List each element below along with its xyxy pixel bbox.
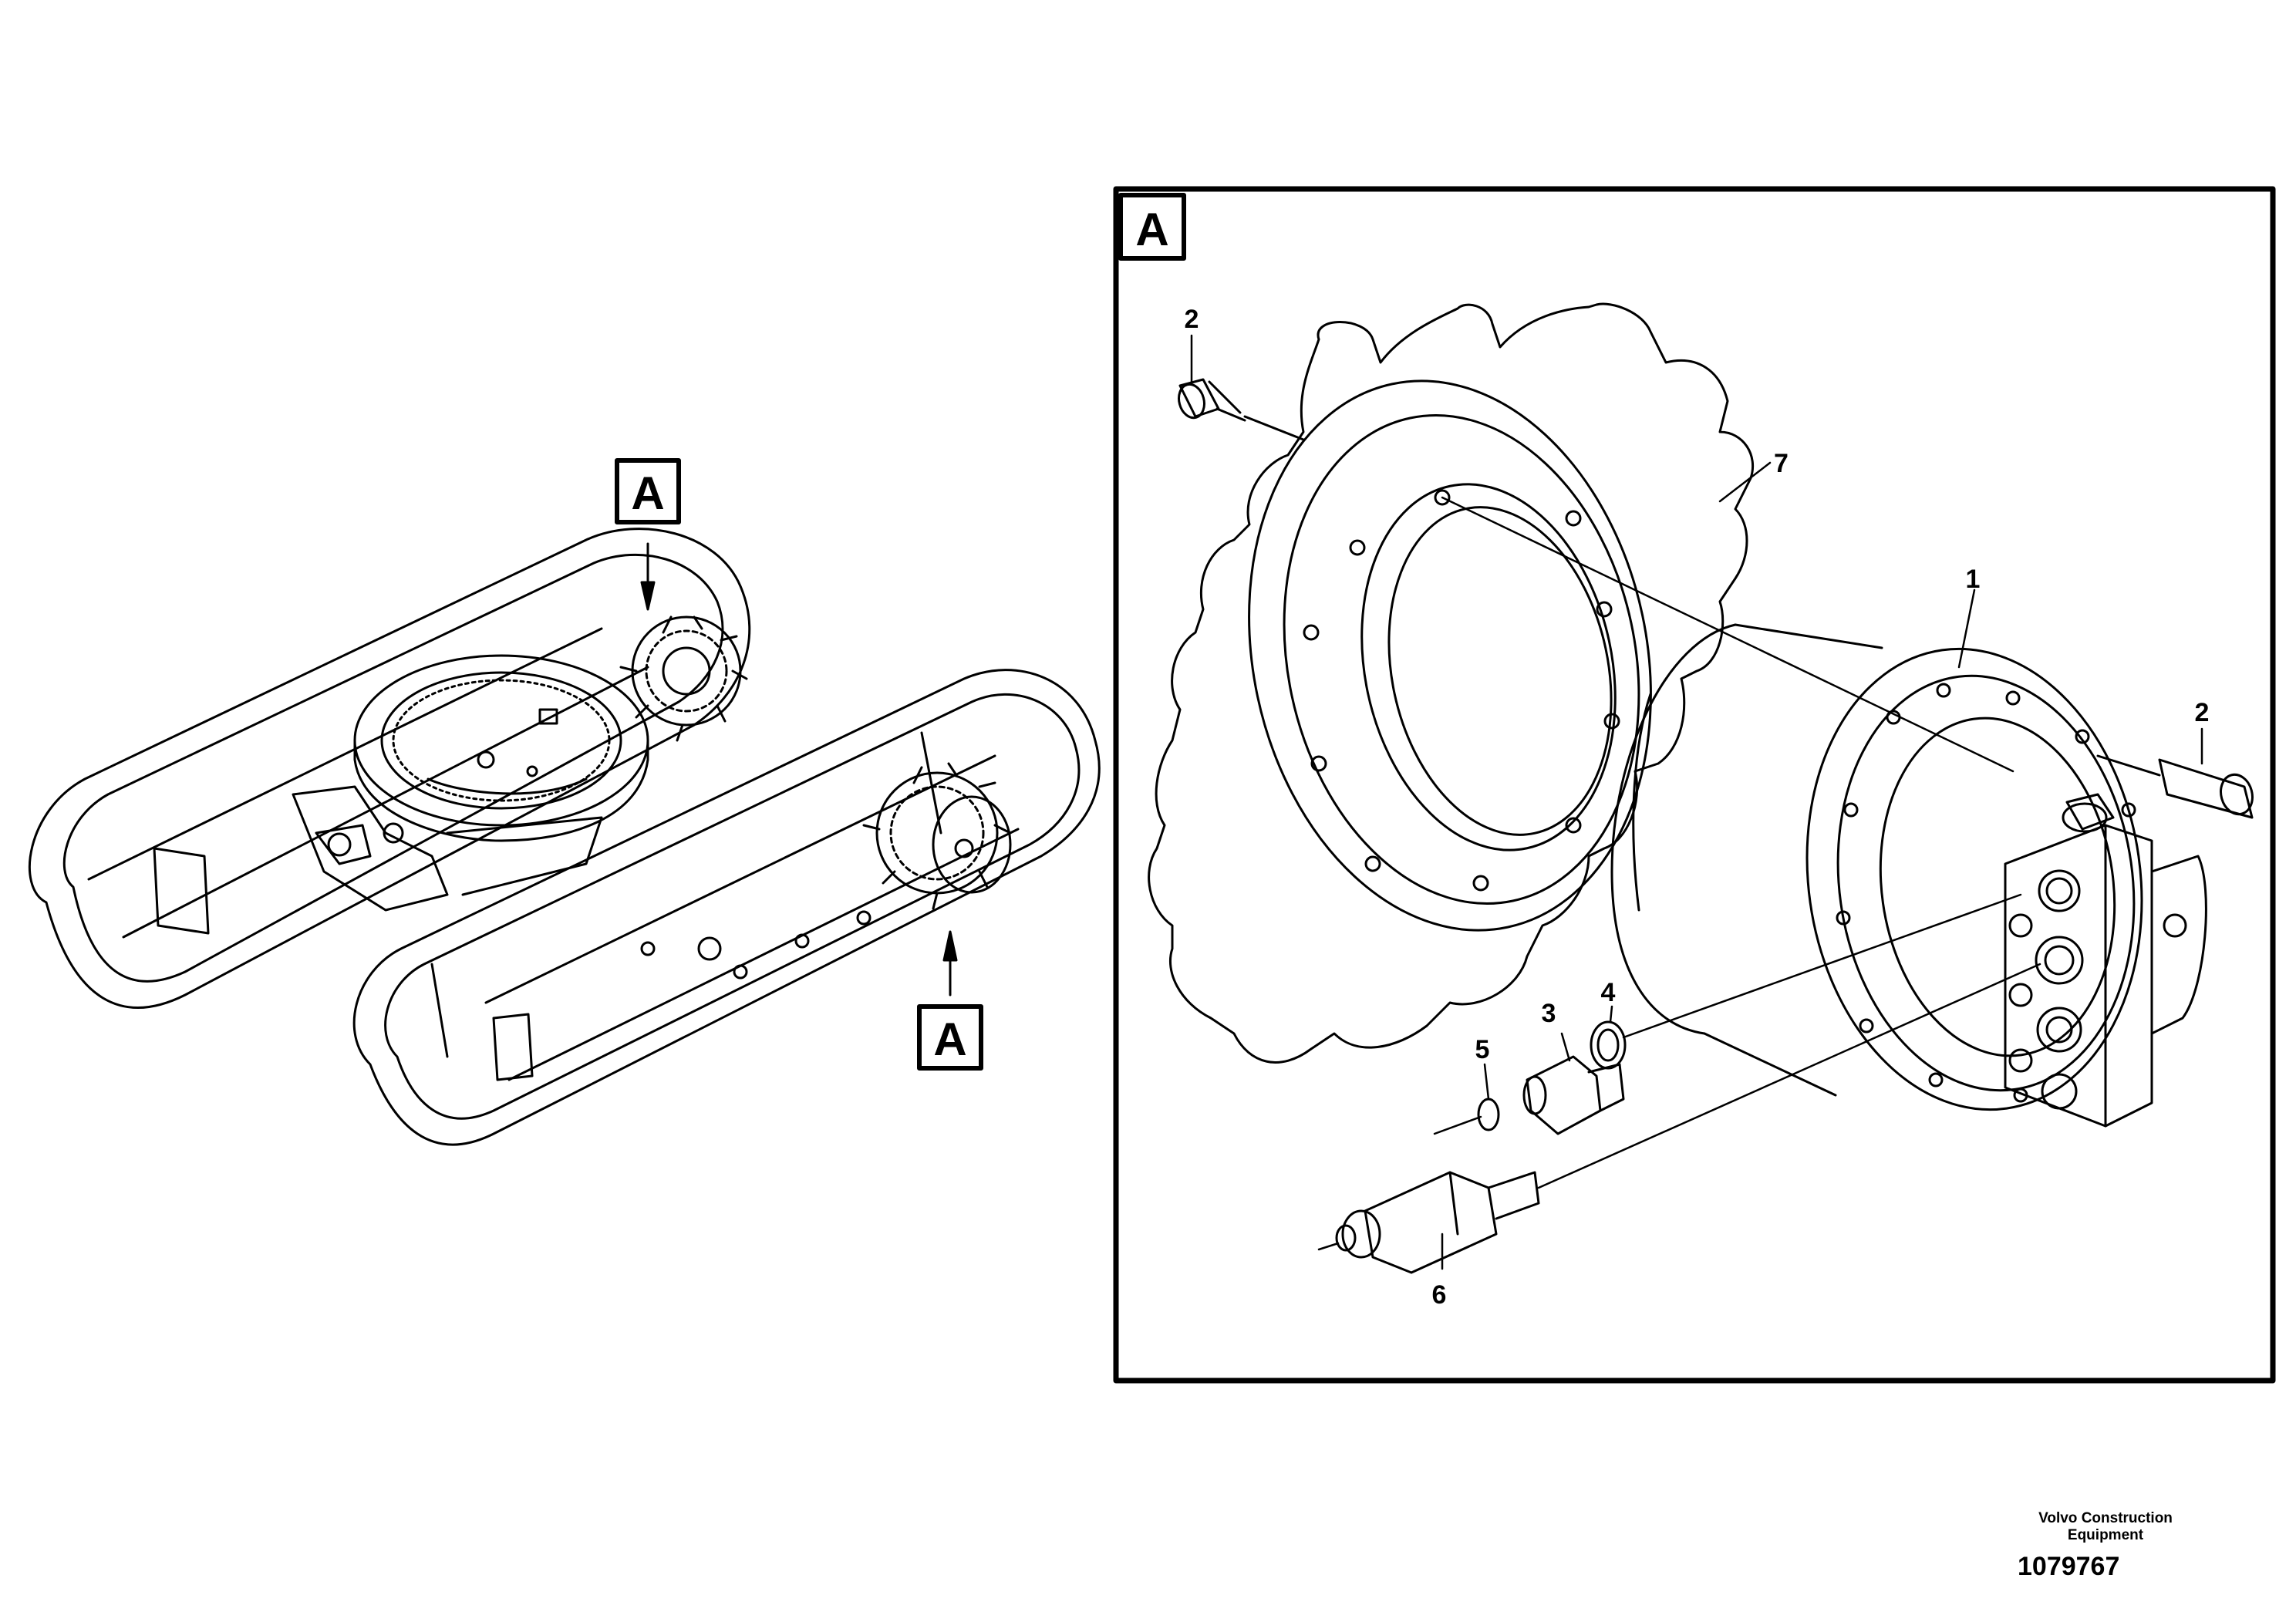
detail-view-a: A (1113, 186, 2276, 1384)
assembly-line-3 (1622, 893, 2022, 1039)
sprocket-front (862, 762, 1012, 910)
callout-1: 1 (1966, 565, 1981, 594)
drawing-number: 1079767 (2018, 1552, 2120, 1581)
track-frame (292, 785, 603, 912)
detail-label: A (1135, 204, 1168, 255)
valve-part-6 (1335, 1171, 1540, 1274)
assembly-line-6a (1317, 1242, 1340, 1251)
travel-motor-part-1 (1610, 623, 2207, 1128)
sprocket-back (619, 615, 748, 742)
screw-part-2-right (2096, 754, 2254, 819)
screw-part-2-left (1178, 378, 1305, 441)
view-a-box-bottom (917, 1004, 983, 1071)
oring-part-5 (1477, 1098, 1500, 1131)
detail-frame (1113, 186, 2276, 1384)
washer-part-4 (1590, 1020, 1627, 1070)
callout-7: 7 (1774, 449, 1789, 478)
callout-6: 6 (1432, 1280, 1447, 1310)
view-a-label-top: A (631, 467, 664, 519)
view-a-box-top (615, 458, 681, 524)
assembly-line-5 (1433, 1115, 1482, 1135)
callout-4: 4 (1601, 978, 1616, 1007)
callout-2-right: 2 (2195, 698, 2210, 727)
assembly-line-6b (1537, 963, 2041, 1189)
drawing-credit: Volvo Construction Equipment 1079767 (2005, 1510, 2296, 1582)
detail-label-box (1118, 193, 1186, 261)
view-a-label-bottom: A (933, 1013, 966, 1065)
undercarriage-overview: A A (28, 458, 1101, 1146)
slewing-ring (353, 654, 649, 842)
callout-3: 3 (1542, 999, 1556, 1028)
leader-lines (1190, 334, 2203, 1270)
track-front (352, 669, 1101, 1146)
view-a-pointers (640, 542, 958, 996)
sprocket-part-7 (1148, 302, 1755, 1064)
maker-name: Volvo Construction Equipment (2038, 1510, 2173, 1543)
callout-5: 5 (1475, 1035, 1490, 1064)
track-back (28, 528, 751, 1009)
callout-2-left: 2 (1185, 305, 1199, 334)
